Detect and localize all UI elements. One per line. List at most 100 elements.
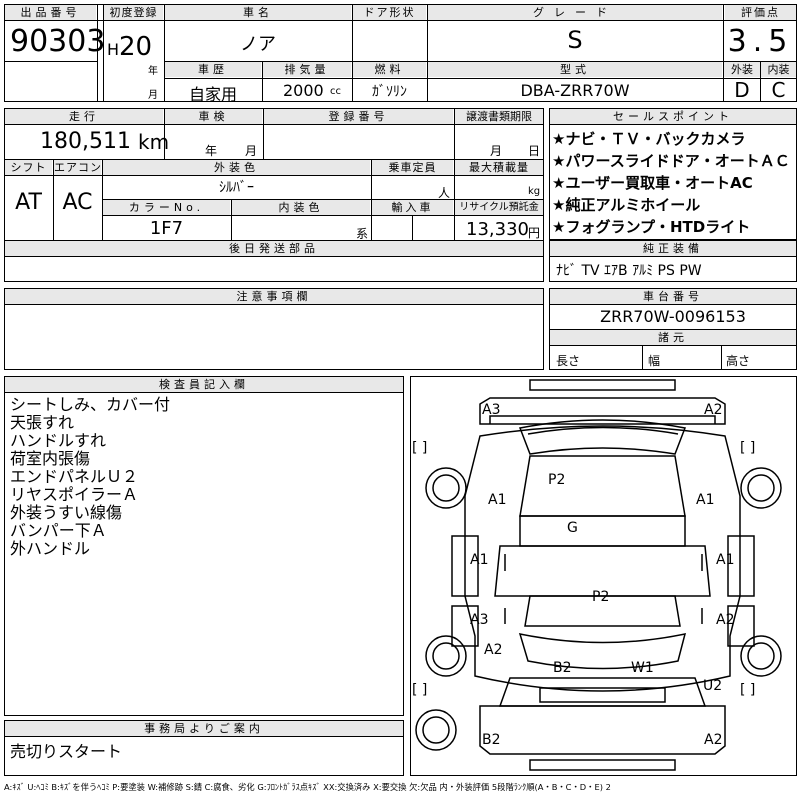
- rear-window: [518, 633, 687, 670]
- sales-point: ★フォグランプ・HTDライト: [552, 218, 751, 236]
- later-parts-header: 後日発送部品: [5, 241, 543, 256]
- equipment-header: 純正装備: [550, 241, 796, 256]
- rear-right-wheel: [740, 635, 782, 677]
- mileage-header: 走行: [5, 109, 163, 124]
- fuel-value: ｶﾞｿﾘﾝ: [372, 84, 407, 100]
- rear-bumper-bar: [529, 759, 676, 771]
- top-info-block: [4, 4, 797, 102]
- damage-mark: A1: [488, 492, 506, 508]
- damage-mark: A2: [704, 402, 722, 418]
- height-label: 高さ: [726, 354, 751, 368]
- interior-header: 内装: [761, 62, 796, 77]
- displacement-value: 2000: [283, 81, 324, 100]
- inspector-block: [4, 376, 404, 716]
- first-reg-header: 初度登録: [104, 5, 163, 20]
- transfer-day-unit: 日: [528, 144, 541, 158]
- inspector-header: 検査員記入欄: [5, 377, 403, 392]
- fuel-header: 燃料: [353, 62, 426, 77]
- sales-point: ★純正アルミホイール: [552, 196, 701, 214]
- spare-wheel: [415, 709, 457, 751]
- int-color-header: 内装色: [232, 200, 370, 215]
- bracket: [ ]: [740, 682, 755, 698]
- lot-no-header: 出品番号: [5, 5, 96, 20]
- era: H: [107, 40, 120, 59]
- inspector-note: 外ハンドル: [10, 539, 91, 558]
- inspector-note: シートしみ、カバー付: [10, 395, 171, 414]
- vehicle-details-block: [4, 108, 544, 282]
- recycle-header: リサイクル預託金: [455, 200, 543, 215]
- inspection-year-unit: 年: [205, 144, 218, 158]
- int-color-unit: 系: [356, 227, 369, 241]
- dims-header: 諸元: [550, 330, 796, 345]
- car-diagram: A3 A2 P2 A1 A1 G A1 A1 P2 A3 A2 A2 B2 W1…: [412, 379, 782, 771]
- grade-header: グレード: [428, 5, 722, 20]
- damage-mark: B2: [482, 732, 501, 748]
- damage-mark: B2: [553, 660, 572, 676]
- equipment-value: ﾅﾋﾞ TV ｴｱB ｱﾙﾐ PS PW: [556, 263, 702, 279]
- damage-mark: A2: [716, 612, 734, 628]
- mileage-value: 180,511: [40, 129, 131, 154]
- ac-header: エアコン: [54, 160, 101, 175]
- color-no-value: 1F7: [149, 218, 184, 239]
- bracket: [ ]: [740, 440, 755, 456]
- damage-mark: G: [567, 520, 578, 536]
- inspector-note: バンパー下Ａ: [10, 521, 107, 540]
- displacement-header: 排気量: [263, 62, 351, 77]
- damage-mark: A2: [704, 732, 722, 748]
- rear-bumper: [479, 705, 726, 755]
- inspection-header: 車検: [165, 109, 262, 124]
- office-header: 事務局よりご案内: [5, 721, 403, 736]
- sales-point: ★ナビ・ＴＶ・バックカメラ: [552, 130, 746, 148]
- inspector-note: 外装うすい線傷: [10, 503, 123, 522]
- front-bumper: [479, 397, 726, 425]
- lot-number: 90303: [10, 24, 106, 59]
- year-unit: 年: [148, 66, 158, 77]
- bracket: [ ]: [412, 682, 427, 698]
- transfer-header: 譲渡書類期限: [455, 109, 543, 124]
- import-header: 輸入車: [372, 200, 453, 215]
- color-header: 外装色: [103, 160, 370, 175]
- interior-grade: C: [771, 78, 786, 102]
- inspector-note: 荷室内張傷: [10, 449, 91, 468]
- damage-mark: A1: [470, 552, 488, 568]
- windshield: [518, 419, 687, 455]
- recycle-unit: 円: [528, 226, 541, 240]
- sales-point: ★パワースライドドア・オートＡＣ: [552, 152, 790, 170]
- damage-marks: A3 A2 P2 A1 A1 G A1 A1 P2 A3 A2 A2 B2 W1…: [412, 402, 755, 748]
- inspector-note: 天張すれ: [10, 413, 75, 432]
- grade-value: S: [567, 26, 583, 54]
- legend-text: A:ｷｽﾞ U:ﾍｺﾐ B:ｷｽﾞを伴うﾍｺﾐ P:要塗装 W:補修跡 S:錆 …: [4, 782, 611, 792]
- recycle-value: 13,330: [466, 219, 529, 240]
- office-value: 売切りスタート: [10, 742, 123, 761]
- notes-block: [4, 288, 544, 370]
- inspection-month-unit: 月: [245, 144, 258, 158]
- load-unit: kg: [528, 186, 541, 197]
- car-name: ノア: [240, 34, 276, 55]
- chassis-header: 車台番号: [550, 289, 796, 304]
- exterior-header: 外装: [724, 62, 760, 77]
- model-header: 型式: [428, 62, 722, 77]
- color-no-header: カラーNo.: [103, 200, 230, 215]
- bracket: [ ]: [412, 440, 427, 456]
- capacity-unit: 人: [438, 186, 451, 200]
- color-value: ｼﾙﾊﾞｰ: [219, 180, 254, 196]
- damage-mark: U2: [703, 678, 722, 694]
- damage-mark: A1: [716, 552, 734, 568]
- car-body-outline: [464, 425, 741, 692]
- capacity-header: 乗車定員: [372, 160, 453, 175]
- front-left-wheel: [425, 467, 467, 509]
- model-value: DBA-ZRR70W: [520, 81, 630, 100]
- damage-diagram-frame: [410, 376, 797, 776]
- load-header: 最大積載量: [455, 160, 543, 175]
- sales-point: ★ユーザー買取車・オートAC: [552, 174, 753, 192]
- ac-value: AC: [62, 190, 93, 215]
- sales-points-list: ★ナビ・ＴＶ・バックカメラ ★パワースライドドア・オートＡＣ ★ユーザー買取車・…: [552, 128, 796, 238]
- exterior-grade: D: [734, 78, 750, 102]
- car-name-header: 車名: [165, 5, 351, 20]
- inspector-note: リヤスポイラーＡ: [10, 485, 139, 504]
- equipment-block: [549, 240, 797, 282]
- sales-points-block: [549, 108, 797, 240]
- inspector-note: ハンドルすれ: [10, 431, 107, 450]
- regno-header: 登録番号: [264, 109, 453, 124]
- chassis-value: ZRR70W-0096153: [600, 307, 746, 326]
